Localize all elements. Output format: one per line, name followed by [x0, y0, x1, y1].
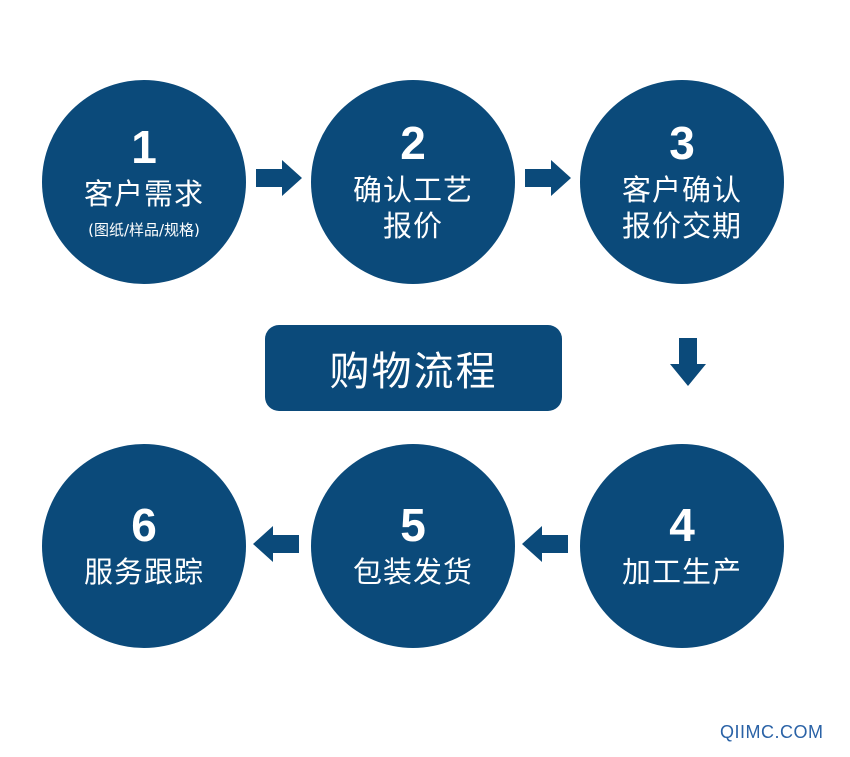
step-number: 1 [131, 121, 157, 173]
step-label-line-2: 报价交期 [621, 209, 742, 243]
diagram-title: 购物流程 [265, 325, 562, 411]
step-label-line-2: 报价 [382, 209, 443, 243]
step-2-circle: 2 确认工艺 报价 [311, 80, 515, 284]
step-1-circle: 1 客户需求 (图纸/样品/规格) [42, 80, 246, 284]
step-4-circle: 4 加工生产 [580, 444, 784, 648]
step-number: 4 [669, 499, 695, 551]
step-number: 3 [669, 117, 695, 169]
step-label-line-1: 客户确认 [621, 173, 742, 207]
arrow-left-icon [251, 524, 301, 564]
step-note: (图纸/样品/规格) [88, 221, 200, 239]
step-label-line-1: 确认工艺 [352, 173, 473, 207]
step-6-circle: 6 服务跟踪 [42, 444, 246, 648]
step-number: 6 [131, 499, 157, 551]
arrow-left-icon [520, 524, 570, 564]
step-3-circle: 3 客户确认 报价交期 [580, 80, 784, 284]
step-label: 客户需求 [83, 177, 204, 211]
step-number: 2 [400, 117, 426, 169]
step-5-circle: 5 包装发货 [311, 444, 515, 648]
step-label: 服务跟踪 [83, 555, 204, 589]
step-label: 包装发货 [352, 555, 473, 589]
arrow-right-icon [254, 158, 304, 198]
arrow-right-icon [523, 158, 573, 198]
arrow-down-icon [668, 336, 708, 388]
step-number: 5 [400, 499, 426, 551]
step-label: 加工生产 [621, 555, 742, 589]
watermark-text: QIIMC.COM [720, 722, 824, 742]
